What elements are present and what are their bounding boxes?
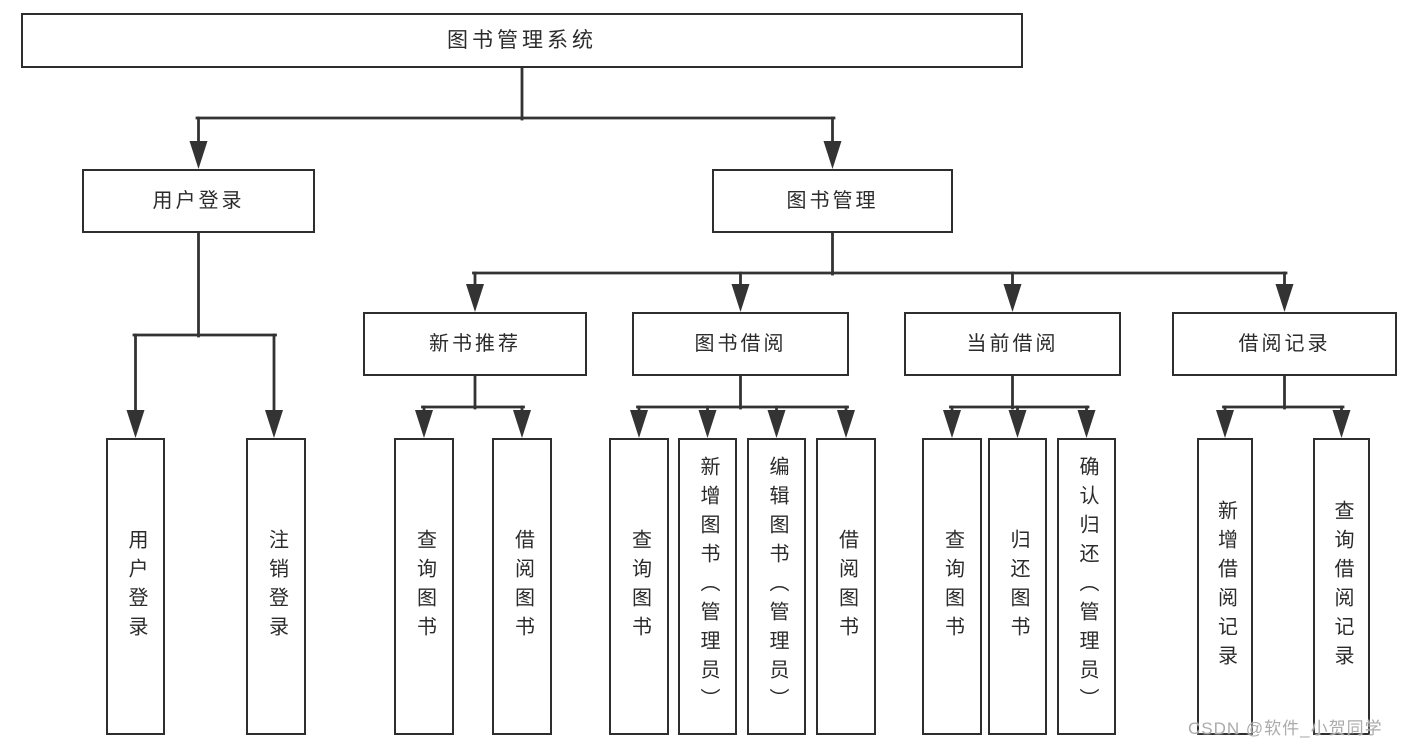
node-book-borrow-label: 图书借阅	[694, 333, 787, 355]
arrowhead	[731, 284, 750, 312]
arrowhead	[823, 141, 842, 169]
leaf-bb-query-books-label: 查询图书	[628, 528, 651, 645]
watermark: CSDN @软件_小贺同学	[1188, 719, 1383, 738]
arrowhead	[1003, 284, 1022, 312]
arrowhead	[1332, 410, 1351, 438]
leaf-bb-borrow-books-label: 借阅图书	[835, 528, 858, 645]
arrowhead	[513, 410, 531, 438]
node-new-book-recommend: 新书推荐	[363, 312, 587, 376]
leaf-br-query-record-label: 查询借阅记录	[1331, 499, 1353, 674]
leaf-nb-query-books: 查询图书	[394, 438, 454, 735]
leaf-cb-confirm-return-admin-label: 确认归还（管理员）	[1076, 456, 1098, 717]
leaf-cb-confirm-return-admin: 确认归还（管理员）	[1057, 438, 1116, 735]
leaf-br-add-record-label: 新增借阅记录	[1214, 499, 1237, 674]
leaf-cb-return-books: 归还图书	[988, 438, 1047, 735]
node-library-management-system: 图书管理系统	[21, 13, 1023, 68]
node-current-borrow-label: 当前借阅	[966, 333, 1059, 355]
leaf-bb-edit-books-admin-label: 编辑图书（管理员）	[766, 456, 788, 717]
leaf-cb-return-books-label: 归还图书	[1007, 528, 1029, 645]
leaf-cb-query-books: 查询图书	[922, 438, 982, 735]
leaf-bb-borrow-books: 借阅图书	[816, 438, 876, 735]
arrowhead	[698, 410, 717, 438]
arrowhead	[466, 284, 484, 312]
node-book-management-label: 图书管理	[786, 190, 879, 212]
leaf-bb-query-books: 查询图书	[609, 438, 669, 735]
leaf-user-login: 用户登录	[106, 438, 165, 735]
leaf-nb-borrow-books: 借阅图书	[492, 438, 552, 735]
leaf-user-login-label: 用户登录	[125, 528, 147, 645]
leaf-logout-label: 注销登录	[265, 528, 288, 645]
node-user-login: 用户登录	[82, 169, 315, 233]
leaf-nb-borrow-books-label: 借阅图书	[511, 528, 534, 645]
leaf-bb-edit-books-admin: 编辑图书（管理员）	[747, 438, 806, 735]
leaf-br-add-record: 新增借阅记录	[1197, 438, 1253, 735]
node-book-management: 图书管理	[712, 169, 953, 233]
leaf-br-query-record: 查询借阅记录	[1313, 438, 1370, 735]
arrowhead	[837, 410, 855, 438]
arrowhead	[943, 410, 961, 438]
arrowhead	[767, 410, 786, 438]
leaf-nb-query-books-label: 查询图书	[413, 528, 436, 645]
node-book-borrow: 图书借阅	[632, 312, 849, 376]
arrowhead	[1077, 410, 1096, 438]
leaf-logout: 注销登录	[246, 438, 306, 735]
node-new-book-recommend-label: 新书推荐	[429, 333, 521, 355]
leaf-bb-add-books-admin: 新增图书（管理员）	[678, 438, 737, 735]
arrowhead	[265, 410, 283, 438]
arrowhead	[1216, 410, 1234, 438]
arrowhead	[126, 410, 145, 438]
arrowhead	[1008, 410, 1027, 438]
arrowhead	[415, 410, 433, 438]
leaf-cb-query-books-label: 查询图书	[941, 528, 964, 645]
node-current-borrow: 当前借阅	[904, 312, 1121, 376]
arrowhead	[189, 141, 208, 169]
arrowhead	[1275, 284, 1294, 312]
arrowhead	[630, 410, 648, 438]
node-library-management-system-label: 图书管理系统	[447, 28, 597, 52]
node-borrow-records: 借阅记录	[1172, 312, 1397, 376]
leaf-bb-add-books-admin-label: 新增图书（管理员）	[697, 456, 719, 717]
node-borrow-records-label: 借阅记录	[1238, 333, 1331, 355]
node-user-login-label: 用户登录	[152, 190, 245, 212]
